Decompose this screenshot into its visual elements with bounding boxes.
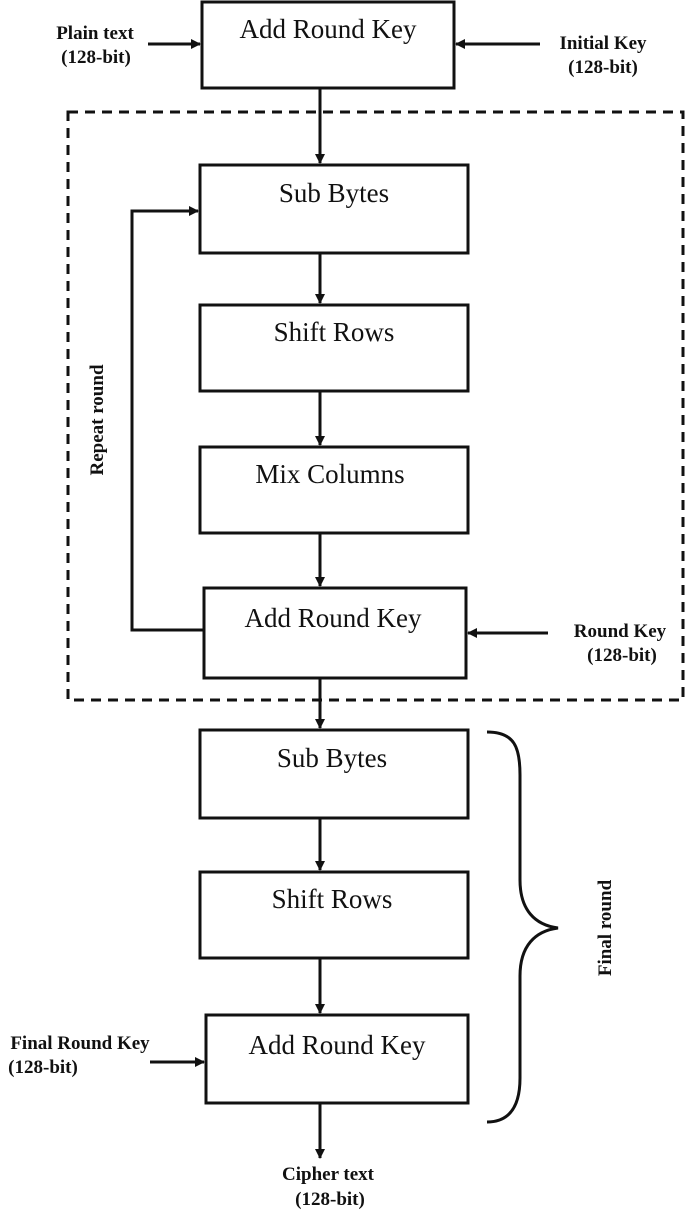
final-round-key-bits-label: (128-bit) xyxy=(8,1057,78,1078)
shift-rows-box: Shift Rows xyxy=(198,303,470,393)
repeat-round-label: Repeat round xyxy=(87,364,108,475)
box-label: Add Round Key xyxy=(249,1030,426,1060)
final-shift-rows-box: Shift Rows xyxy=(198,870,470,960)
mix-columns-box: Mix Columns xyxy=(198,445,470,535)
round-add-round-key-box: Add Round Key xyxy=(202,586,468,680)
box-label: Shift Rows xyxy=(272,884,393,914)
final-round-key-label: Final Round Key xyxy=(10,1033,150,1054)
box-label: Sub Bytes xyxy=(279,178,389,208)
final-add-round-key-box: Add Round Key xyxy=(204,1013,470,1105)
sub-bytes-box: Sub Bytes xyxy=(198,163,470,255)
box-label: Add Round Key xyxy=(245,603,422,633)
final-sub-bytes-box: Sub Bytes xyxy=(198,728,470,820)
plain-text-label: Plain text xyxy=(56,23,134,44)
round-key-label: Round Key xyxy=(574,621,667,642)
final-round-label: Final round xyxy=(595,879,616,976)
repeat-loop-arrow xyxy=(130,206,204,632)
initial-add-round-key-box: Add Round Key xyxy=(200,0,456,90)
box-label: Add Round Key xyxy=(240,14,417,44)
cipher-text-label: Cipher text xyxy=(282,1164,375,1185)
initial-key-label: Initial Key xyxy=(559,33,647,54)
plain-text-bits-label: (128-bit) xyxy=(61,47,131,68)
final-round-brace xyxy=(486,730,559,1124)
box-label: Shift Rows xyxy=(274,317,395,347)
round-key-bits-label: (128-bit) xyxy=(587,645,657,666)
cipher-text-bits-label: (128-bit) xyxy=(295,1189,365,1210)
box-label: Mix Columns xyxy=(255,459,404,489)
initial-key-bits-label: (128-bit) xyxy=(568,57,638,78)
box-label: Sub Bytes xyxy=(277,743,387,773)
repeat-round-region xyxy=(66,110,685,702)
